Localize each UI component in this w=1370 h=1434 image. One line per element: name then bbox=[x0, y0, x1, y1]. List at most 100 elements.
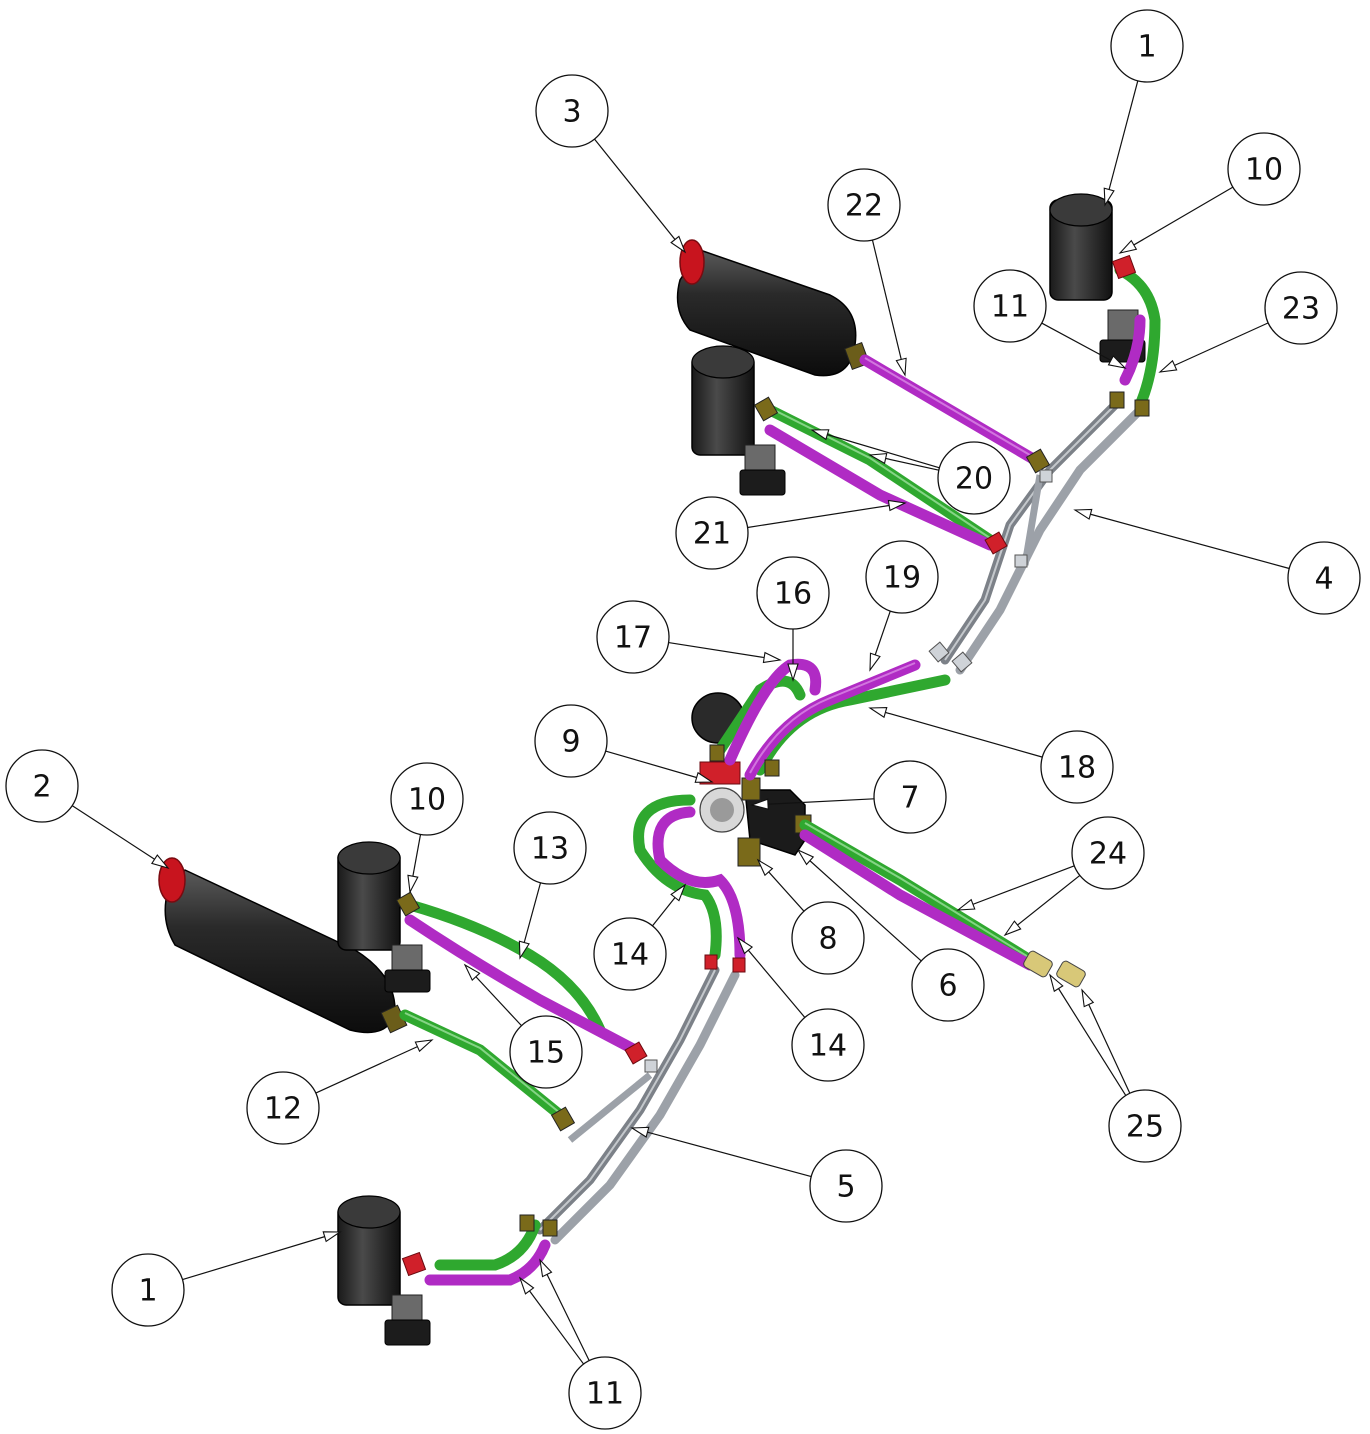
balloon-circle bbox=[1287, 541, 1361, 615]
leader-line-2 bbox=[71, 805, 169, 869]
balloon-19: 19 bbox=[865, 540, 939, 614]
leader-line-3 bbox=[594, 138, 686, 253]
balloon-6: 6 bbox=[911, 948, 985, 1022]
balloon-13: 13 bbox=[513, 811, 587, 885]
leader-line-23 bbox=[1159, 322, 1269, 373]
balloon-circle bbox=[1040, 730, 1114, 804]
leader-arrowhead bbox=[956, 898, 976, 911]
leader-arrowhead bbox=[887, 499, 907, 512]
parts-layer bbox=[158, 193, 1161, 1346]
balloon-17: 17 bbox=[596, 600, 670, 674]
leader-arrowhead bbox=[1049, 973, 1064, 993]
leader-arrowhead bbox=[810, 429, 830, 441]
balloon-circle bbox=[535, 74, 609, 148]
balloon-circle bbox=[791, 901, 865, 975]
leader-arrowhead bbox=[670, 235, 687, 254]
leader-line-14 bbox=[737, 937, 806, 1018]
balloon-number: 22 bbox=[845, 189, 883, 224]
balloon-number: 9 bbox=[561, 725, 580, 760]
balloon-number: 13 bbox=[531, 832, 569, 867]
balloon-14: 14 bbox=[791, 1008, 865, 1082]
balloon-number: 3 bbox=[562, 95, 581, 130]
balloon-number: 10 bbox=[1245, 153, 1283, 188]
leader-line-6 bbox=[797, 849, 922, 962]
cylinder-top-right bbox=[1049, 193, 1146, 363]
leader-arrowhead bbox=[869, 652, 881, 672]
leader-arrowhead bbox=[150, 854, 170, 870]
red-fittings bbox=[401, 254, 1137, 1277]
leader-arrowhead bbox=[868, 452, 888, 465]
balloon-10: 10 bbox=[1227, 132, 1301, 206]
balloon-number: 20 bbox=[955, 462, 993, 497]
leader-arrowhead bbox=[322, 1231, 342, 1243]
leader-line-25 bbox=[1081, 989, 1131, 1094]
leader-line-25 bbox=[1049, 974, 1127, 1096]
cylinder-mid-left bbox=[691, 345, 786, 496]
cylinder-lower-left bbox=[337, 841, 431, 993]
balloon-circle bbox=[5, 749, 79, 823]
leader-arrowhead bbox=[762, 651, 782, 664]
balloon-8: 8 bbox=[791, 901, 865, 975]
leader-arrowhead bbox=[750, 798, 769, 810]
balloon-3: 3 bbox=[535, 74, 609, 148]
balloon-1: 1 bbox=[1110, 9, 1184, 83]
balloon-number: 11 bbox=[991, 290, 1029, 325]
balloon-number: 21 bbox=[693, 517, 731, 552]
balloon-5: 5 bbox=[809, 1149, 883, 1223]
balloon-circle bbox=[827, 168, 901, 242]
balloon-number: 14 bbox=[611, 938, 649, 973]
leader-arrowhead bbox=[518, 940, 530, 960]
balloon-circle bbox=[246, 1071, 320, 1145]
balloon-12: 12 bbox=[246, 1071, 320, 1145]
leader-arrowhead bbox=[1081, 988, 1095, 1008]
leader-arrowhead bbox=[1158, 359, 1178, 373]
leader-lines bbox=[71, 80, 1290, 1365]
leader-line-12 bbox=[315, 1039, 433, 1094]
leader-arrowhead bbox=[868, 707, 888, 719]
leader-arrowhead bbox=[736, 936, 754, 955]
leader-line-4 bbox=[1074, 509, 1290, 570]
leader-line-21 bbox=[747, 502, 906, 529]
balloon-circle bbox=[756, 556, 830, 630]
leader-line-18 bbox=[869, 707, 1043, 758]
balloon-number: 17 bbox=[614, 621, 652, 656]
balloon-circle bbox=[1227, 132, 1301, 206]
leader-arrowhead bbox=[539, 1258, 553, 1278]
balloon-15: 15 bbox=[509, 1015, 583, 1089]
balloon-circle bbox=[973, 269, 1047, 343]
balloon-number: 16 bbox=[774, 577, 812, 612]
balloon-circle bbox=[593, 917, 667, 991]
leader-arrowhead bbox=[630, 1126, 650, 1138]
balloon-circle bbox=[1071, 816, 1145, 890]
cylinder-bottom bbox=[337, 1195, 431, 1346]
leader-line-10 bbox=[1119, 186, 1234, 254]
balloon-24: 24 bbox=[1071, 816, 1145, 890]
balloon-9: 9 bbox=[534, 704, 608, 778]
balloon-20: 20 bbox=[937, 441, 1011, 515]
balloon-circle bbox=[809, 1149, 883, 1223]
quick-couplers bbox=[1023, 950, 1086, 988]
balloon-number: 19 bbox=[883, 561, 921, 596]
balloon-7: 7 bbox=[873, 760, 947, 834]
balloon-number: 1 bbox=[138, 1274, 157, 1309]
leader-arrowhead bbox=[463, 963, 481, 982]
balloon-10: 10 bbox=[390, 762, 464, 836]
balloon-number: 8 bbox=[818, 922, 837, 957]
balloon-23: 23 bbox=[1264, 271, 1338, 345]
leader-line-24 bbox=[957, 865, 1075, 911]
leader-line-7 bbox=[751, 798, 875, 806]
balloon-25: 25 bbox=[1108, 1089, 1182, 1163]
tube-rail-lower bbox=[535, 965, 740, 1245]
leader-arrowhead bbox=[414, 1039, 434, 1053]
balloon-number: 6 bbox=[938, 969, 957, 1004]
balloon-number: 4 bbox=[1314, 562, 1333, 597]
leader-line-9 bbox=[605, 750, 713, 783]
brass-fittings bbox=[395, 391, 1150, 1237]
balloon-number: 5 bbox=[836, 1170, 855, 1205]
balloon-circle bbox=[596, 600, 670, 674]
leader-arrowhead bbox=[1118, 239, 1138, 254]
balloon-number: 14 bbox=[809, 1029, 847, 1064]
